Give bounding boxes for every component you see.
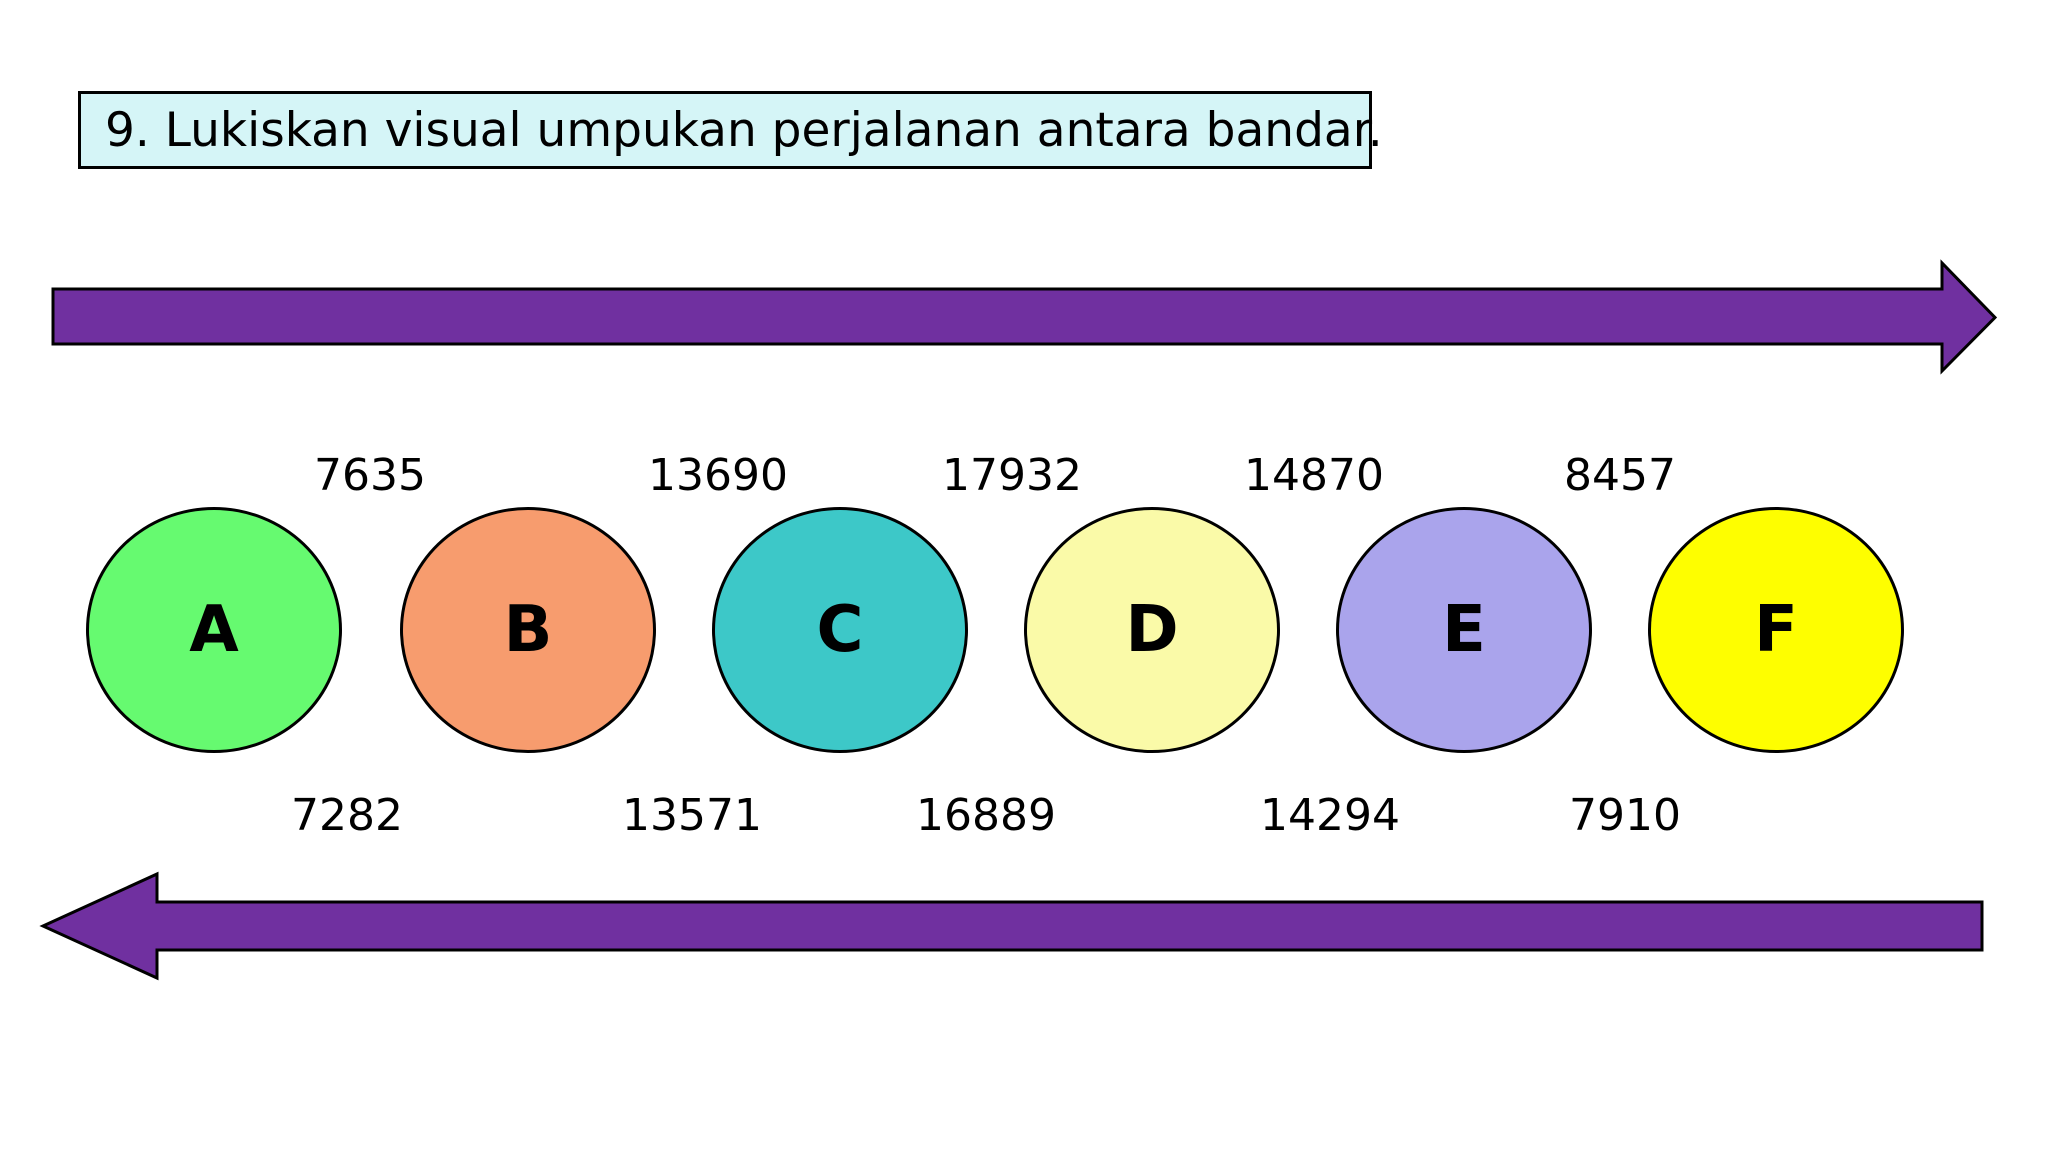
distance-top-d-e: 14870 [1244, 450, 1384, 501]
question-title-box: 9. Lukiskan visual umpukan perjalanan an… [78, 91, 1383, 169]
distance-bottom-b-c: 13571 [622, 790, 762, 841]
distance-bottom-d-e: 14294 [1260, 790, 1400, 841]
city-label-b: B [503, 593, 553, 667]
distance-bottom-c-d: 16889 [916, 790, 1056, 841]
city-label-f: F [1754, 593, 1798, 667]
distance-bottom-a-b: 7282 [291, 790, 403, 841]
city-circle-e: E [1336, 507, 1592, 753]
distance-top-a-b: 7635 [314, 450, 426, 501]
city-label-d: D [1125, 593, 1179, 667]
city-label-a: A [189, 593, 239, 667]
distance-top-b-c: 13690 [648, 450, 788, 501]
top-arrow-right-icon [51, 259, 1998, 375]
city-circle-a: A [86, 507, 342, 753]
city-circle-f: F [1648, 507, 1904, 753]
city-label-e: E [1442, 593, 1486, 667]
city-label-c: C [816, 593, 864, 667]
city-circle-d: D [1024, 507, 1280, 753]
question-title: 9. Lukiskan visual umpukan perjalanan an… [105, 102, 1383, 158]
bottom-arrow-left-icon [39, 871, 1984, 981]
distance-top-e-f: 8457 [1564, 450, 1676, 501]
distance-top-c-d: 17932 [942, 450, 1082, 501]
city-circle-c: C [712, 507, 968, 753]
city-circle-b: B [400, 507, 656, 753]
distance-bottom-e-f: 7910 [1569, 790, 1681, 841]
